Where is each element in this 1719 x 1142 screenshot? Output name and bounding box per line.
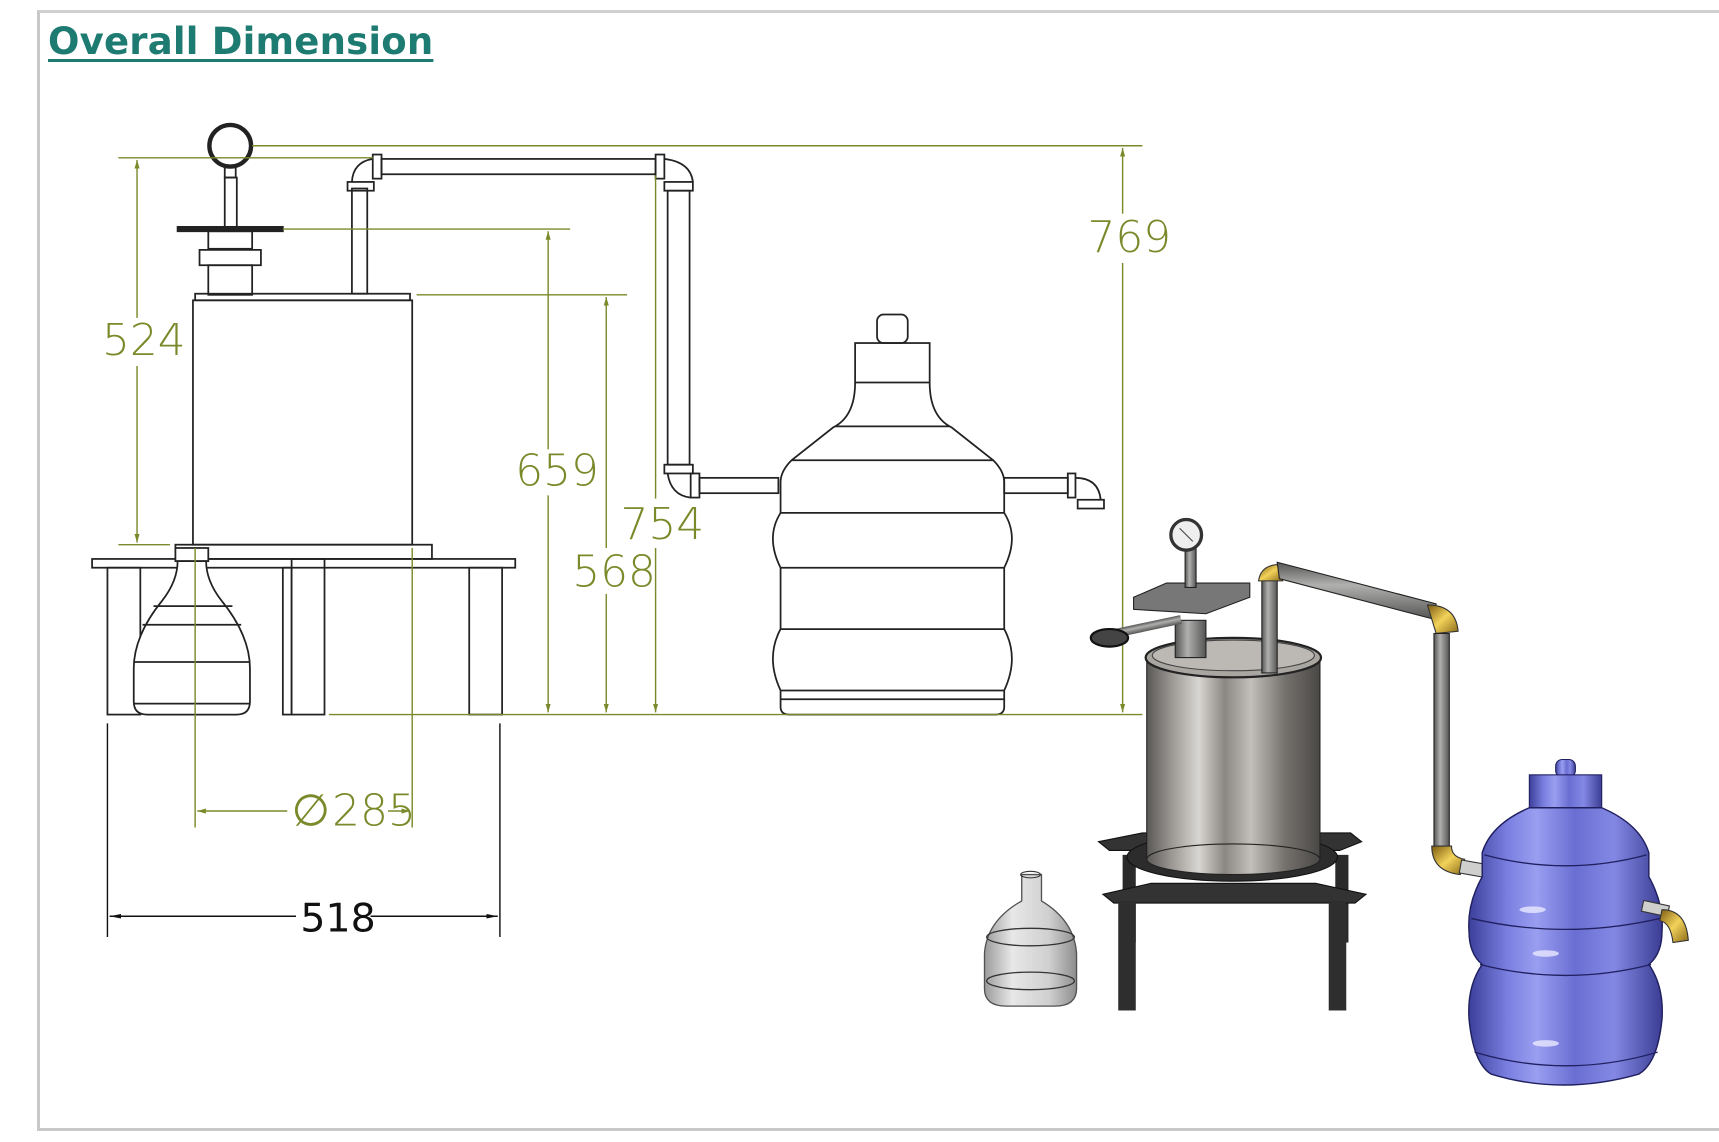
side-gauge-3d xyxy=(1089,627,1130,648)
lid-plate-3d xyxy=(1133,582,1251,615)
dim-label-518: 518 xyxy=(300,896,375,942)
page-title: Overall Dimension xyxy=(48,20,434,63)
isometric-view xyxy=(983,517,1689,1086)
steel-vessel xyxy=(1146,657,1321,860)
dim-label-285: 285 xyxy=(332,785,416,836)
glass-bottle-3d xyxy=(983,870,1078,1007)
dim-label-754: 754 xyxy=(621,499,705,550)
width-dimension xyxy=(106,723,501,938)
pressure-gauge-outline xyxy=(207,122,254,228)
blue-collection-bottle-3d xyxy=(1468,758,1663,1086)
dimension-lines xyxy=(118,145,1143,828)
dim-label-659: 659 xyxy=(515,446,599,497)
dim-label-769: 769 xyxy=(1088,212,1172,263)
front-view xyxy=(91,122,1105,716)
page-frame xyxy=(37,10,1719,1131)
connecting-pipe xyxy=(1276,561,1437,620)
small-bottle-outline xyxy=(132,547,251,716)
dim-diameter-symbol: ∅ xyxy=(292,785,330,836)
dim-label-568: 568 xyxy=(572,546,656,597)
collection-bottle-outline xyxy=(772,313,1013,716)
vessel-outline xyxy=(192,292,414,546)
dim-label-524: 524 xyxy=(102,315,186,366)
